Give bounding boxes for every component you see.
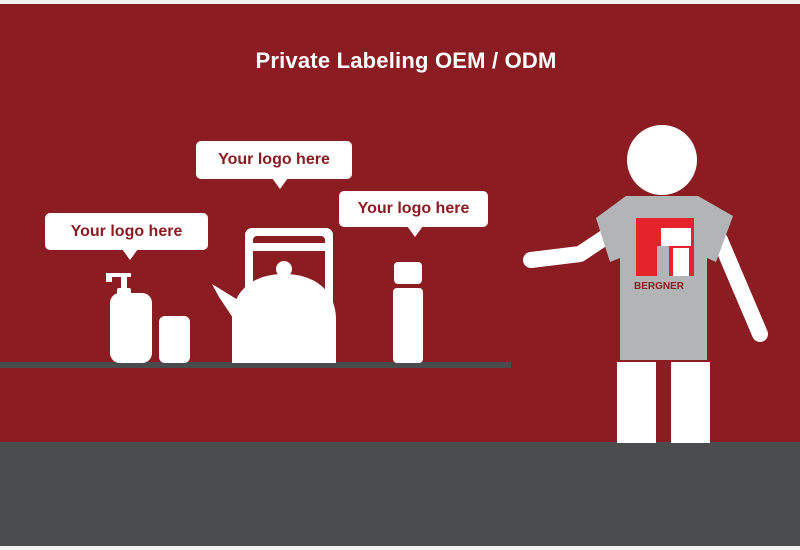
brand-logo: BERGNER — [634, 218, 694, 292]
thermos-flask-icon — [393, 262, 423, 363]
logo-speech-bubble-thermos: Your logo here — [339, 191, 488, 237]
page-title: Private Labeling OEM / ODM — [255, 48, 557, 73]
floor-band — [0, 442, 800, 546]
bubble-tail — [122, 249, 138, 260]
person-figure-icon: BERGNER — [523, 125, 768, 443]
logo-speech-bubble-dispenser: Your logo here — [45, 213, 208, 260]
brand-name: BERGNER — [634, 281, 685, 292]
bubble-label: Your logo here — [70, 223, 183, 240]
bubble-label: Your logo here — [218, 151, 330, 168]
kettle-icon — [212, 228, 336, 363]
bubble-tail — [407, 226, 423, 237]
shelf — [0, 362, 511, 368]
logo-speech-bubble-kettle: Your logo here — [196, 141, 352, 189]
cup-icon — [159, 316, 190, 363]
bubble-tail — [272, 178, 288, 189]
soap-dispenser-icon — [106, 273, 152, 363]
bubble-label: Your logo here — [357, 200, 470, 217]
